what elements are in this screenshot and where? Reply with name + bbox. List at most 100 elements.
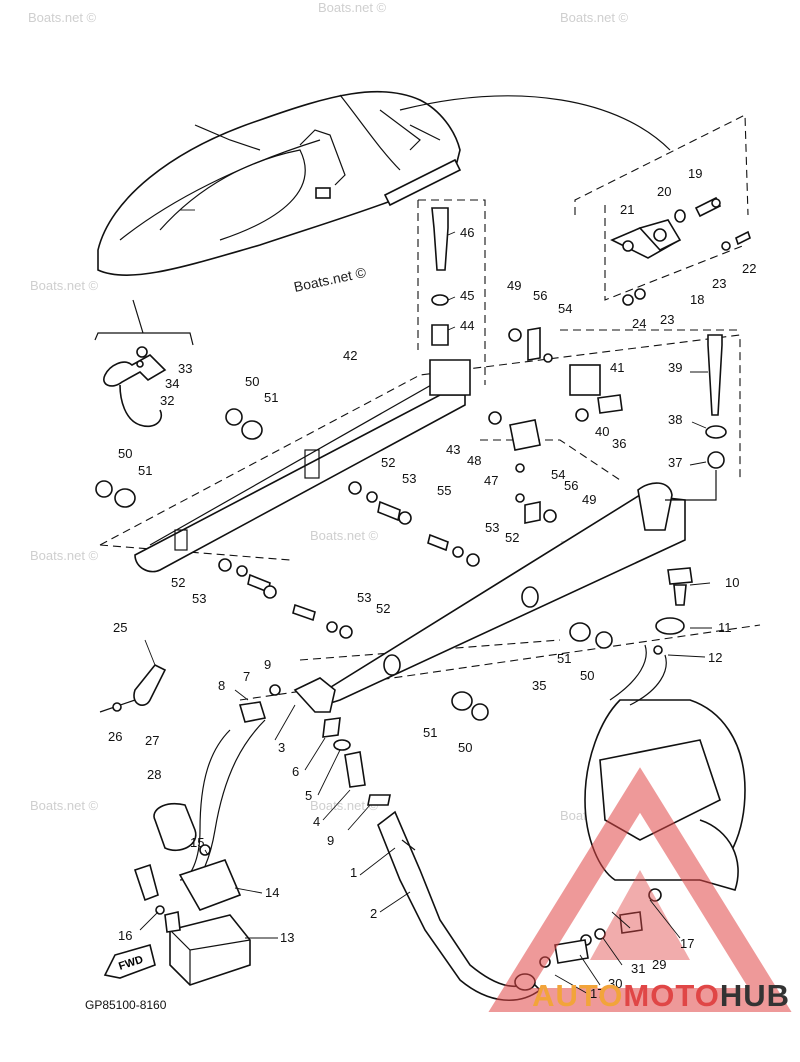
logo-text-part: HUB (719, 978, 790, 1013)
callout-51: 51 (423, 725, 437, 740)
water-box-group (133, 802, 251, 986)
callout-33: 33 (178, 361, 192, 376)
callout-17: 17 (590, 986, 604, 1001)
callout-labels: 1 2 3 4 5 6 7 8 9 9 10 11 12 13 14 15 16… (108, 166, 756, 1001)
callout-2: 2 (370, 906, 377, 921)
callout-53: 53 (485, 520, 499, 535)
callout-12: 12 (708, 650, 722, 665)
callout-8: 8 (218, 678, 225, 693)
callout-4: 4 (313, 814, 320, 829)
callout-35: 35 (532, 678, 546, 693)
logo-text-part: MOTO (623, 978, 720, 1013)
callout-24: 24 (632, 316, 646, 331)
callout-14: 14 (265, 885, 279, 900)
callout-54: 54 (558, 301, 572, 316)
callout-51: 51 (138, 463, 152, 478)
callout-46: 46 (460, 225, 474, 240)
callout-48: 48 (467, 453, 481, 468)
callout-31: 31 (631, 961, 645, 976)
callout-32: 32 (160, 393, 174, 408)
callout-41: 41 (610, 360, 624, 375)
callout-36: 36 (612, 436, 626, 451)
callout-9: 9 (327, 833, 334, 848)
callout-37: 37 (668, 455, 682, 470)
callout-13: 13 (280, 930, 294, 945)
callout-20: 20 (657, 184, 671, 199)
leader-lines (139, 209, 712, 996)
callout-53: 53 (402, 471, 416, 486)
fastener-group (95, 408, 613, 721)
callout-9: 9 (264, 657, 271, 672)
callout-51: 51 (264, 390, 278, 405)
logo-text-part: AUTO (532, 978, 624, 1013)
callout-6: 6 (292, 764, 299, 779)
brand-logo: AUTOMOTOHUB (532, 978, 790, 1014)
callout-45: 45 (460, 288, 474, 303)
callout-34: 34 (165, 376, 179, 391)
callout-53: 53 (192, 591, 206, 606)
callout-47: 47 (484, 473, 498, 488)
watermark-main: Boats.net © (292, 264, 368, 295)
drain-plug-group (653, 567, 693, 655)
callout-40: 40 (595, 424, 609, 439)
watermark: Boats.net © (30, 278, 99, 293)
callout-54: 54 (551, 467, 565, 482)
watermark: Boats.net © (560, 10, 629, 25)
callout-50: 50 (580, 668, 594, 683)
callout-28: 28 (147, 767, 161, 782)
callout-25: 25 (113, 620, 127, 635)
switch-assembly-group (574, 114, 751, 306)
watermark: Boats.net © (310, 528, 379, 543)
callout-10: 10 (725, 575, 739, 590)
callout-11: 11 (718, 620, 732, 635)
callout-44: 44 (460, 318, 474, 333)
watermark: Boats.net © (318, 0, 387, 15)
fitting-stack-group (417, 199, 486, 385)
watermark: Boats.net © (28, 10, 97, 25)
connector-bracket-group (480, 327, 727, 524)
fwd-arrow-icon: FWD (103, 944, 156, 979)
callout-7: 7 (243, 669, 250, 684)
watermark: Boats.net © (310, 798, 379, 813)
callout-3: 3 (278, 740, 285, 755)
callout-17: 17 (680, 936, 694, 951)
callout-23: 23 (712, 276, 726, 291)
callout-55: 55 (437, 483, 451, 498)
callout-26: 26 (108, 729, 122, 744)
watermark: Boats.net © (30, 798, 99, 813)
callout-21: 21 (620, 202, 634, 217)
callout-29: 29 (652, 957, 666, 972)
watercraft-illustration (97, 90, 671, 276)
callout-5: 5 (305, 788, 312, 803)
logo-triangle (488, 767, 792, 1012)
callout-1: 1 (350, 865, 357, 880)
callout-50: 50 (118, 446, 132, 461)
callout-52: 52 (171, 575, 185, 590)
callout-50: 50 (245, 374, 259, 389)
callout-42: 42 (343, 348, 357, 363)
callout-51: 51 (557, 651, 571, 666)
callout-43: 43 (446, 442, 460, 457)
callout-19: 19 (688, 166, 702, 181)
callout-30: 30 (608, 976, 622, 991)
hose-bracket-group (94, 299, 194, 428)
callout-52: 52 (376, 601, 390, 616)
callout-22: 22 (742, 261, 756, 276)
callout-53: 53 (357, 590, 371, 605)
callout-18: 18 (690, 292, 704, 307)
callout-52: 52 (505, 530, 519, 545)
callout-23: 23 (660, 312, 674, 327)
callout-49: 49 (507, 278, 521, 293)
callout-16: 16 (118, 928, 132, 943)
diagram-code: GP85100-8160 (85, 998, 167, 1012)
callout-27: 27 (145, 733, 159, 748)
callout-56: 56 (533, 288, 547, 303)
hose-fittings-group (99, 663, 391, 881)
callout-50: 50 (458, 740, 472, 755)
callout-52: 52 (381, 455, 395, 470)
callout-39: 39 (668, 360, 682, 375)
callout-56: 56 (564, 478, 578, 493)
callout-38: 38 (668, 412, 682, 427)
callout-15: 15 (190, 835, 204, 850)
